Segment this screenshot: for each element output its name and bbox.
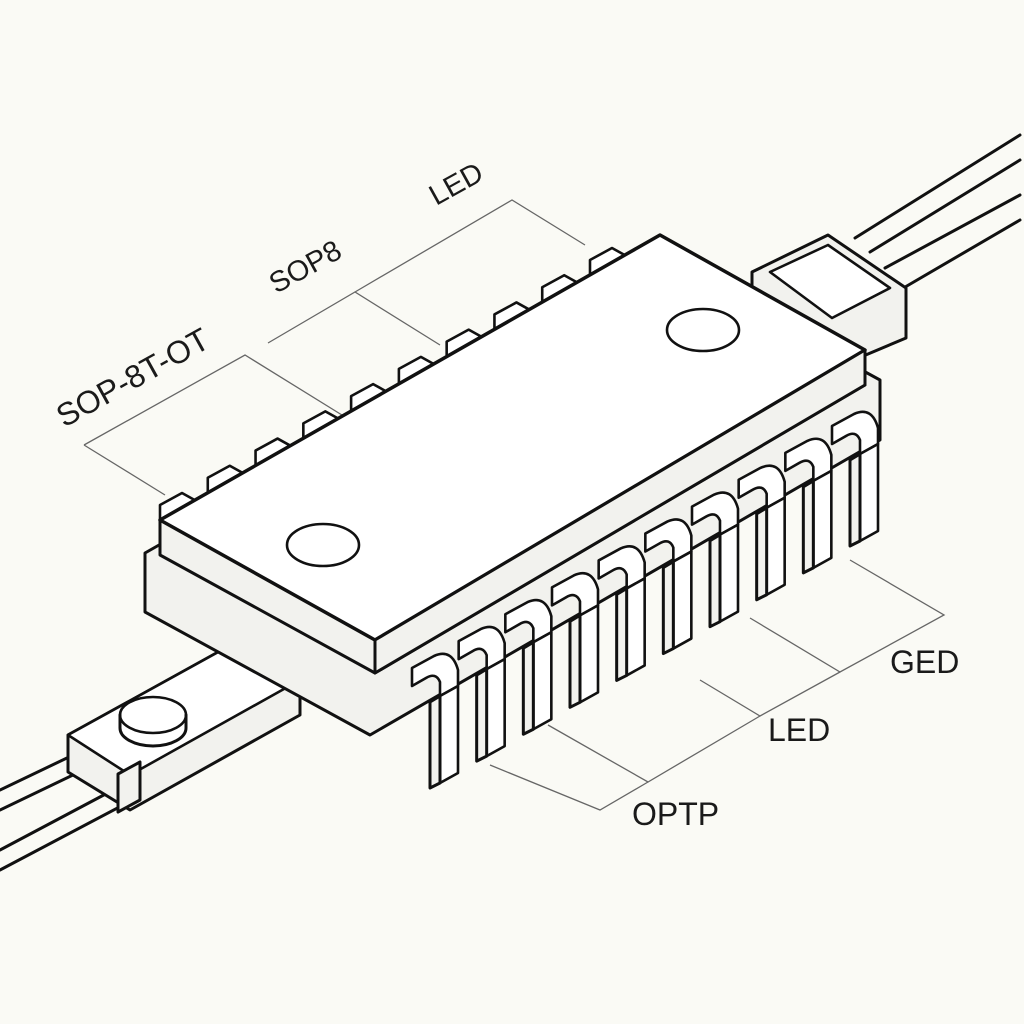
leader-lines-bottom: [489, 559, 946, 811]
front-pin: [457, 625, 506, 763]
front-pin: [784, 437, 833, 575]
left-connector: [0, 638, 302, 872]
front-pin: [830, 410, 880, 548]
front-pin: [550, 571, 600, 709]
front-pin: [504, 598, 553, 736]
front-pin: [737, 464, 786, 602]
front-pin: [690, 491, 740, 629]
mold-dimple: [285, 522, 361, 568]
front-pin: [597, 545, 646, 682]
pin1-dimple: [665, 307, 741, 353]
leader-lines-top: [83, 199, 586, 496]
label-ged: GED: [890, 644, 960, 680]
label-led-right: LED: [768, 712, 831, 748]
label-optp: OPTP: [632, 796, 720, 832]
ic-body: [143, 233, 882, 737]
front-pin-row: [410, 410, 880, 790]
front-pin: [410, 652, 460, 790]
front-pin: [644, 518, 693, 656]
